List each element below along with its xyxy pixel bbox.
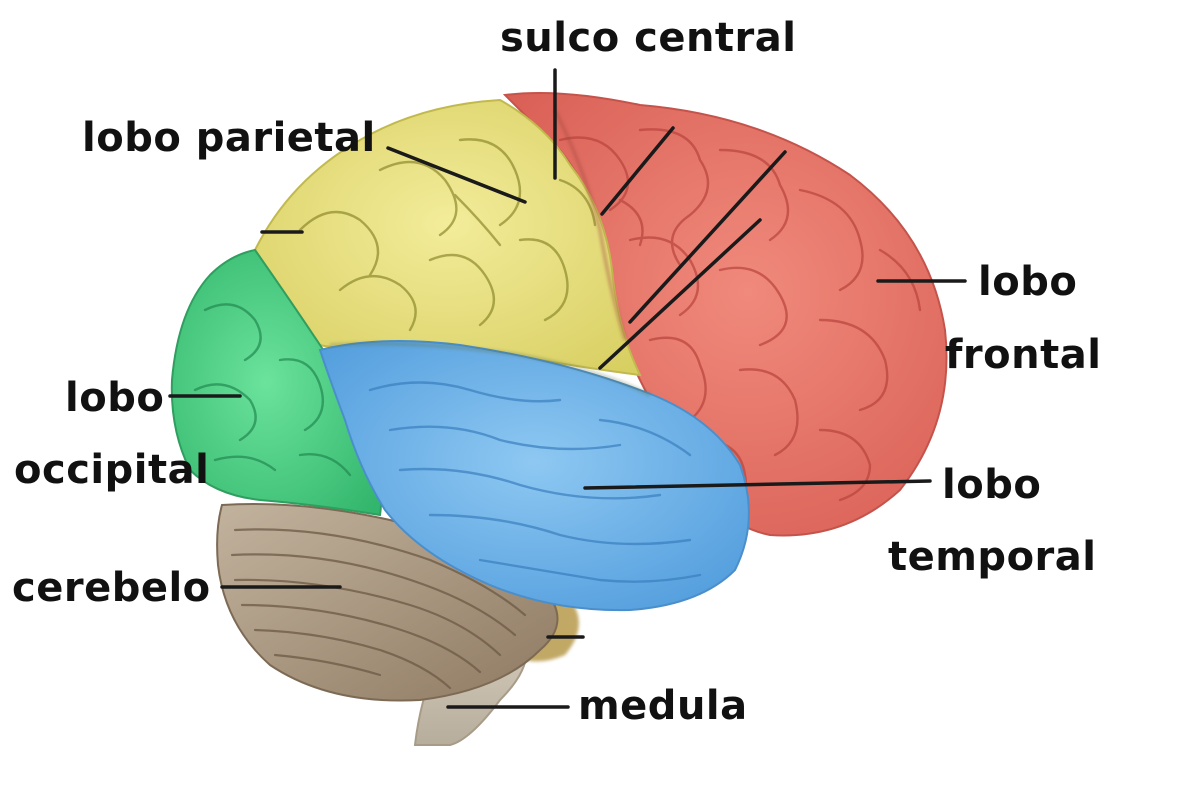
leader-frontal-2 xyxy=(628,150,787,324)
label-sulco-central: sulco central xyxy=(500,15,797,61)
label-lobo-occipital-line1: lobo xyxy=(65,375,165,421)
label-lobo-temporal-line1: lobo xyxy=(942,462,1042,508)
label-cerebelo: cerebelo xyxy=(12,565,211,611)
label-lobo-parietal: lobo parietal xyxy=(82,115,376,161)
label-medula: medula xyxy=(578,683,748,729)
label-lobo-occipital-line2: occipital xyxy=(14,447,210,493)
leader-frontal-1 xyxy=(600,126,675,216)
label-lobo-frontal-line1: lobo xyxy=(978,259,1078,305)
frontal-gyri xyxy=(558,128,922,512)
leader-lobo-parietal xyxy=(386,146,527,204)
central-sulcus-line xyxy=(553,109,627,341)
cerebellum-folia xyxy=(230,528,527,690)
label-lobo-temporal-line2: temporal xyxy=(888,534,1097,580)
occipital-gyri xyxy=(193,303,352,477)
lateral-sulcus-line xyxy=(329,342,651,397)
temporal-gyri xyxy=(368,381,702,583)
leader-frontal-3 xyxy=(598,218,762,370)
leader-lines xyxy=(168,68,967,709)
leader-lobo-temporal xyxy=(583,479,932,490)
parietal-gyri xyxy=(298,138,597,332)
label-lobo-frontal-line2: frontal xyxy=(945,332,1102,378)
